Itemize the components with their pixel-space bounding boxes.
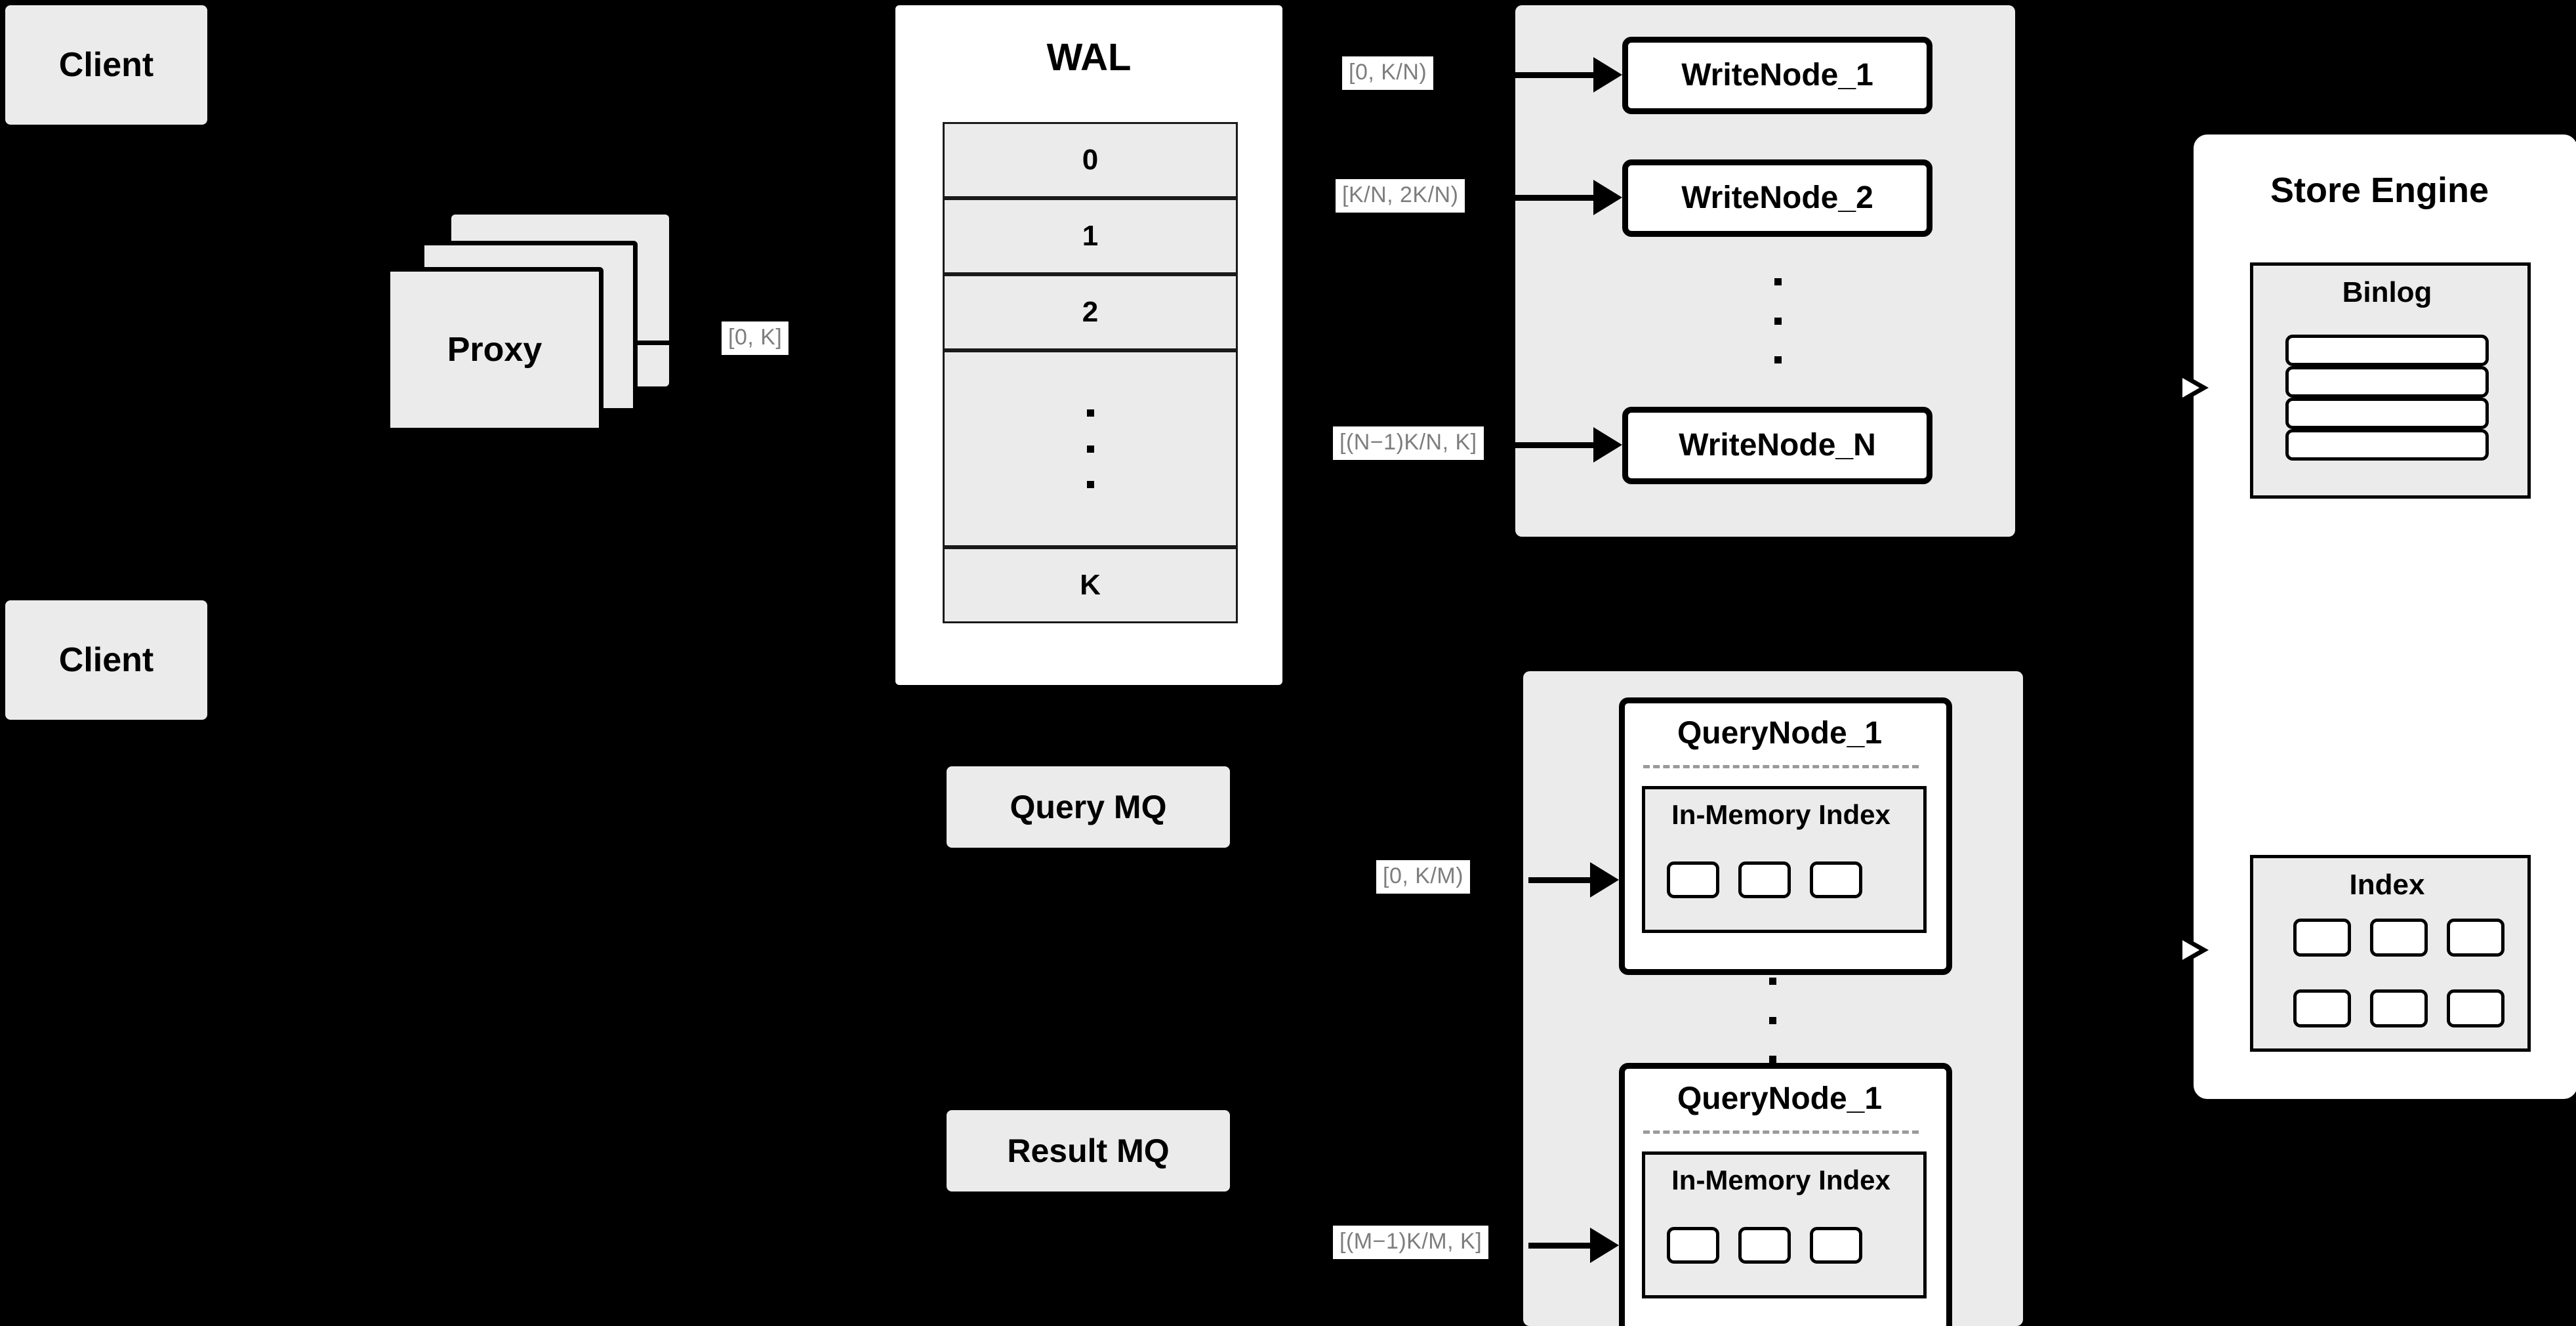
query-node-1-index-title: In-Memory Index bbox=[1671, 798, 1891, 830]
write-node-1-range-label: [0, K/N) bbox=[1342, 56, 1434, 91]
write-node-1-box: WriteNode_1 bbox=[1622, 37, 1932, 114]
index-title: Index bbox=[2349, 868, 2425, 901]
binlog-inbound-arrow-line bbox=[2125, 385, 2178, 390]
write-node-1-arrow-head bbox=[1593, 57, 1622, 93]
wal-row: K bbox=[943, 547, 1238, 623]
write-node-n-arrow-head bbox=[1593, 427, 1622, 463]
write-node-2-arrow-line bbox=[1502, 195, 1593, 201]
query-node-m-title: QueryNode_1 bbox=[1619, 1077, 1940, 1121]
query-node-m-index-slot bbox=[1810, 1227, 1862, 1264]
wal-title: WAL bbox=[1046, 35, 1132, 79]
write-cluster-ellipsis-dots bbox=[1773, 278, 1782, 363]
result-mq-label: Result MQ bbox=[1007, 1132, 1170, 1169]
query-node-m-index-slot bbox=[1667, 1227, 1719, 1264]
query-node-m-divider bbox=[1643, 1130, 1919, 1134]
write-node-2-box: WriteNode_2 bbox=[1622, 159, 1932, 237]
proxy-output-range-label: [0, K] bbox=[722, 321, 789, 356]
binlog-title: Binlog bbox=[2342, 276, 2432, 308]
index-inbound-arrow-line bbox=[2125, 947, 2178, 952]
query-node-1-arrow-head bbox=[1590, 862, 1619, 898]
query-node-m-arrow-head bbox=[1590, 1228, 1619, 1263]
write-node-2-label: WriteNode_2 bbox=[1681, 180, 1873, 215]
query-node-1-arrow-line bbox=[1528, 877, 1614, 883]
write-node-2-range-label: [K/N, 2K/N) bbox=[1336, 179, 1465, 213]
client-label-1: Client bbox=[58, 45, 154, 84]
query-node-1-label: QueryNode_1 bbox=[1677, 715, 1883, 751]
wal-row-ellipsis bbox=[943, 350, 1238, 547]
proxy-output-connector bbox=[633, 341, 671, 345]
binlog-slot bbox=[2285, 429, 2489, 461]
store-engine-title: Store Engine bbox=[2270, 170, 2489, 210]
write-node-1-label: WriteNode_1 bbox=[1681, 57, 1873, 93]
write-node-n-arrow-line bbox=[1502, 442, 1593, 448]
binlog-slot bbox=[2285, 366, 2489, 398]
client-label-2: Client bbox=[58, 640, 154, 679]
query-node-1-range-label: [0, K/M) bbox=[1376, 860, 1471, 894]
client-box-1: Client bbox=[5, 5, 207, 125]
query-node-1-index-slot bbox=[1738, 861, 1791, 898]
index-slot bbox=[2370, 919, 2428, 957]
query-node-1-index-slot bbox=[1810, 861, 1862, 898]
query-node-m-range-label: [(M−1)K/M, K] bbox=[1333, 1226, 1489, 1260]
query-mq-label: Query MQ bbox=[1010, 788, 1167, 825]
client-box-2: Client bbox=[5, 600, 207, 720]
write-node-2-arrow-head bbox=[1593, 180, 1622, 215]
binlog-slot bbox=[2285, 335, 2489, 366]
query-cluster-ellipsis-dots bbox=[1768, 978, 1777, 1063]
index-slot bbox=[2293, 989, 2351, 1027]
write-node-n-range-label: [(N−1)K/N, K] bbox=[1333, 426, 1484, 461]
query-node-m-index-title: In-Memory Index bbox=[1671, 1164, 1891, 1195]
write-node-n-label: WriteNode_N bbox=[1679, 427, 1876, 463]
query-node-1-index-slot bbox=[1667, 861, 1719, 898]
index-slot bbox=[2447, 919, 2504, 957]
query-node-1-index-panel bbox=[1642, 786, 1927, 933]
wal-row: 2 bbox=[943, 274, 1238, 350]
index-slot bbox=[2370, 989, 2428, 1027]
query-mq-box: Query MQ bbox=[947, 766, 1230, 848]
write-node-1-arrow-line bbox=[1502, 72, 1593, 78]
query-node-m-arrow-line bbox=[1528, 1243, 1614, 1249]
result-mq-box: Result MQ bbox=[947, 1110, 1230, 1191]
query-node-m-label: QueryNode_1 bbox=[1677, 1081, 1883, 1116]
binlog-slot bbox=[2285, 398, 2489, 429]
query-node-m-index-slot bbox=[1738, 1227, 1791, 1264]
wal-ellipsis-dots bbox=[1086, 409, 1094, 488]
wal-row: 1 bbox=[943, 198, 1238, 274]
query-node-m-index-panel bbox=[1642, 1151, 1927, 1298]
wal-row: 0 bbox=[943, 122, 1238, 198]
write-node-n-box: WriteNode_N bbox=[1622, 407, 1932, 484]
index-slot bbox=[2293, 919, 2351, 957]
proxy-box: Proxy bbox=[386, 267, 603, 432]
proxy-label: Proxy bbox=[447, 330, 542, 369]
query-node-1-divider bbox=[1643, 765, 1919, 768]
query-node-1-title: QueryNode_1 bbox=[1619, 712, 1940, 755]
index-slot bbox=[2447, 989, 2504, 1027]
